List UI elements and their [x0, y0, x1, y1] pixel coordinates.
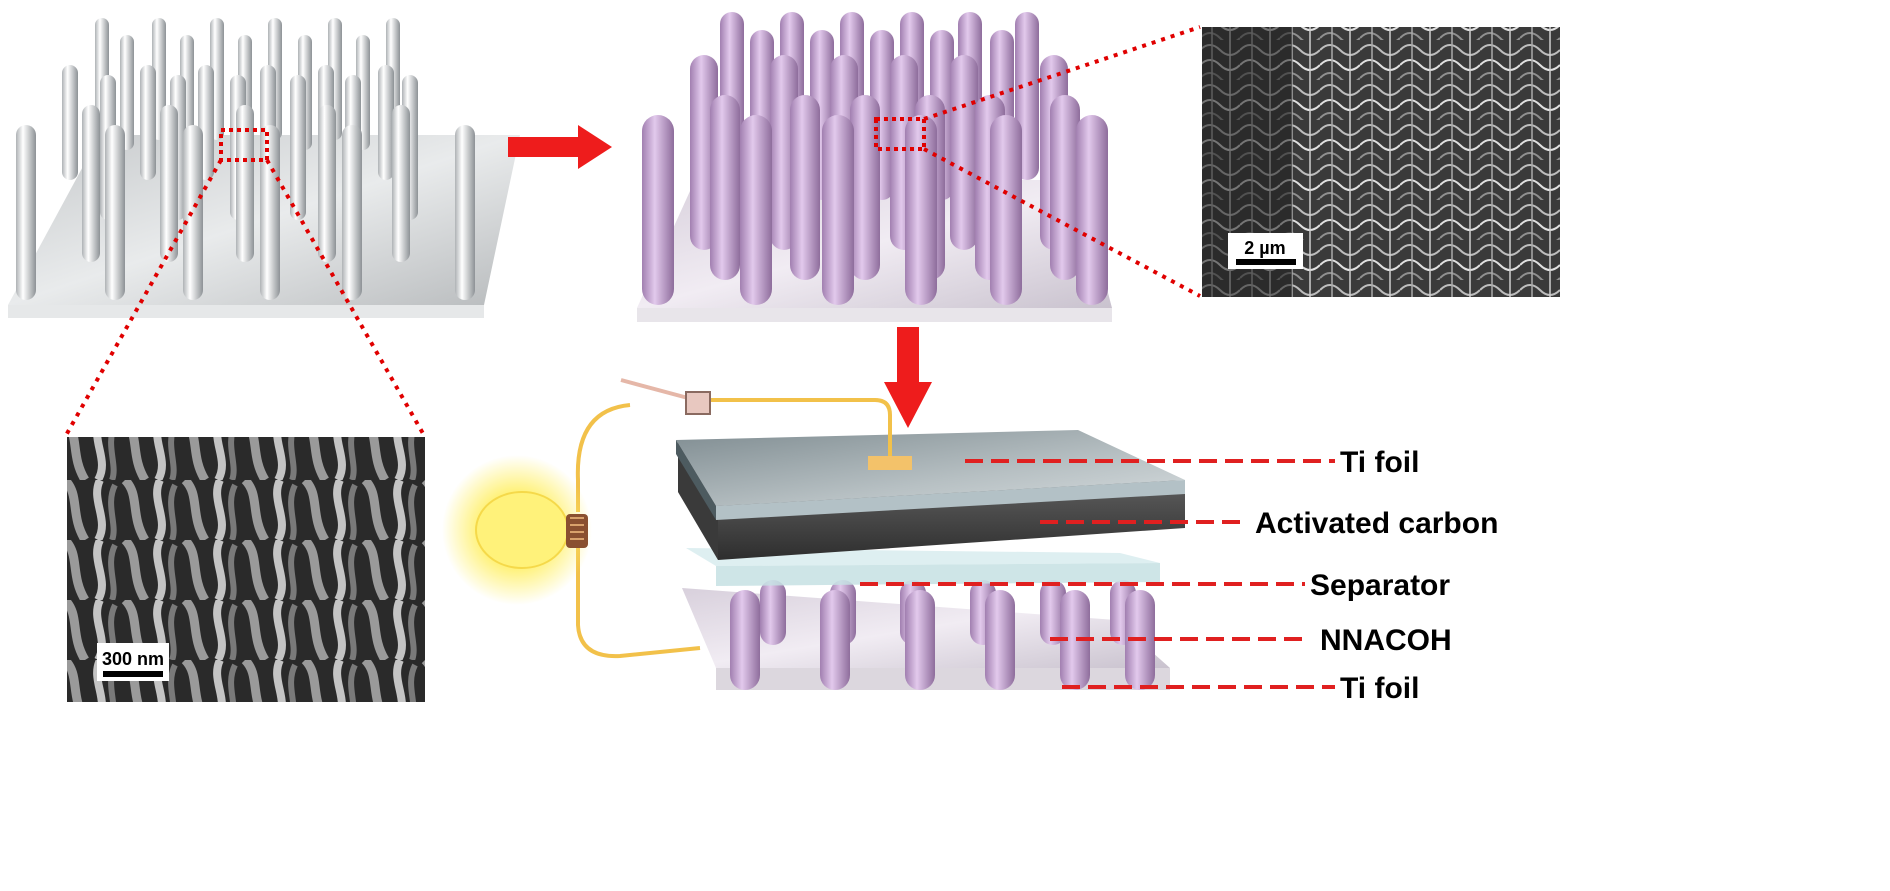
switch-box	[685, 391, 711, 415]
bare-nanorod-array	[8, 18, 520, 318]
bare-rods	[16, 18, 475, 300]
bare-nanorod	[105, 125, 125, 300]
coated-nanorod	[642, 115, 674, 305]
coated-nanorod	[905, 115, 937, 305]
zoom-line-right-b	[923, 147, 1201, 298]
zoom-box-left	[219, 128, 269, 162]
zoom-line-right-a	[923, 25, 1201, 121]
bare-nanorod	[342, 125, 362, 300]
wire-bulb-bottom	[576, 548, 701, 659]
bare-nanorod	[120, 35, 134, 150]
supercapacitor-device	[575, 378, 1185, 690]
sem-image-right: 2 µm	[1202, 27, 1560, 297]
coated-nanorod	[990, 115, 1022, 305]
wire-top	[700, 398, 892, 456]
top-contact-pad	[868, 456, 912, 470]
coated-rods	[642, 12, 1108, 305]
bare-nanorod	[455, 125, 475, 300]
bare-nanorod	[183, 125, 203, 300]
label-ti-foil-bottom: Ti foil	[1340, 672, 1419, 705]
device-nanorod	[1060, 590, 1090, 690]
zoom-box-right	[874, 117, 926, 151]
light-bulb-icon	[442, 455, 592, 605]
bare-nanorod	[260, 125, 280, 300]
label-activated-carbon: Activated carbon	[1255, 507, 1498, 540]
coated-nanorod	[1050, 95, 1080, 280]
label-leaders	[860, 459, 1335, 689]
bare-nanorod	[392, 105, 410, 262]
bare-nanorod	[82, 105, 100, 262]
device-nanorod	[820, 590, 850, 690]
scale-bar-label-left: 300 nm	[102, 649, 164, 669]
zoom-line-left-a	[63, 159, 223, 438]
label-ti-foil-top: Ti foil	[1340, 446, 1419, 479]
right-arrow-icon	[508, 125, 612, 169]
device-nanorod	[760, 580, 786, 645]
bare-nanorod	[318, 105, 336, 262]
device-nanorod	[905, 590, 935, 690]
bare-nanorod	[160, 105, 178, 262]
device-nanorod	[985, 590, 1015, 690]
zoom-line-left-b	[265, 159, 427, 438]
bare-nanorod	[378, 65, 394, 180]
bare-nanorod	[16, 125, 36, 300]
down-arrow-icon	[884, 327, 932, 428]
coated-nanorod-array	[637, 12, 1112, 322]
device-nanorod	[1040, 580, 1066, 645]
bare-nanorod	[62, 65, 78, 180]
sem-image-left: 300 nm	[67, 437, 425, 702]
label-separator: Separator	[1310, 569, 1450, 602]
coated-nanorod	[850, 95, 880, 280]
coated-nanorod	[710, 95, 740, 280]
coated-nanorod	[740, 115, 772, 305]
coated-nanorod	[790, 95, 820, 280]
top-ti-foil	[676, 430, 1185, 506]
wire-bulb-top	[575, 403, 631, 512]
coated-nanorod	[950, 55, 978, 250]
bare-nanorod	[236, 105, 254, 262]
coated-nanorod	[822, 115, 854, 305]
probe-wire	[620, 378, 689, 400]
device-nanorod	[730, 590, 760, 690]
scale-bar-label-right: 2 µm	[1244, 238, 1285, 258]
bare-nanorod	[290, 75, 306, 220]
coated-nanorod	[1076, 115, 1108, 305]
label-nnacoh: NNACOH	[1320, 624, 1452, 657]
bare-nanorod	[140, 65, 156, 180]
